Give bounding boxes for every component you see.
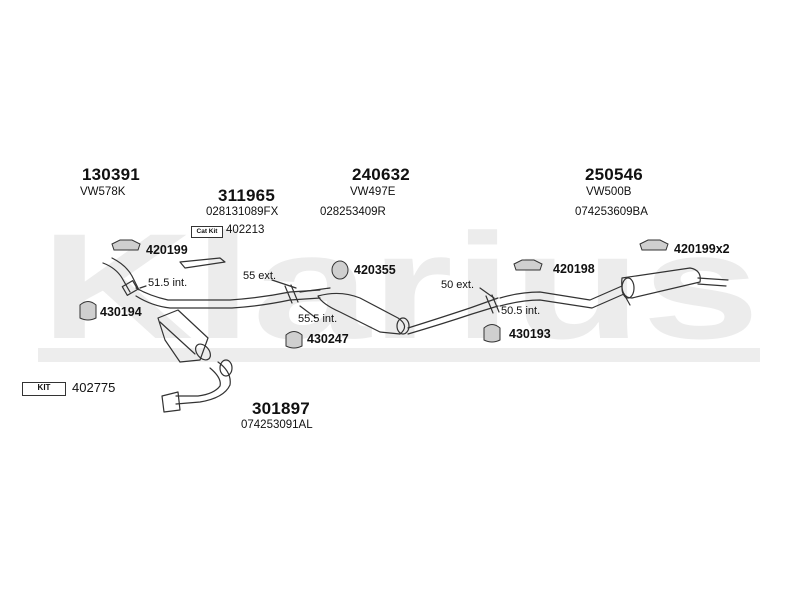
centre-pipe-in bbox=[299, 287, 331, 293]
tailpipe bbox=[697, 277, 729, 281]
catkit-number: 402213 bbox=[226, 224, 265, 236]
assembly-301897-number: 301897 bbox=[252, 399, 310, 418]
centre-silencer bbox=[317, 292, 406, 335]
hanger-420198-icon bbox=[513, 259, 543, 271]
assembly-250546-number: 250546 bbox=[585, 165, 643, 184]
centre-pipe-out-b bbox=[407, 305, 499, 335]
clamp-430193-icon bbox=[483, 324, 501, 343]
centre-silencer-end bbox=[396, 317, 410, 335]
part-430247: 430247 bbox=[307, 332, 349, 346]
rear-pipe bbox=[499, 285, 623, 301]
centre-pipe-out bbox=[407, 297, 499, 329]
assembly-250546-code: VW500B bbox=[586, 186, 632, 198]
rear-hanger-stub bbox=[624, 295, 631, 306]
assembly-240632-code: VW497E bbox=[350, 186, 396, 198]
dim-leader-1 bbox=[271, 279, 297, 289]
mount-420355-icon bbox=[331, 260, 349, 280]
assembly-250546-code2: 074253609BA bbox=[575, 206, 648, 218]
part-420199: 420199 bbox=[146, 243, 188, 257]
assembly-130391-number: 130391 bbox=[82, 165, 140, 184]
downpipe-joint bbox=[219, 359, 233, 377]
kit-number: 402775 bbox=[72, 380, 116, 395]
part-430194: 430194 bbox=[100, 305, 142, 319]
cat-inlet-pipe bbox=[135, 287, 321, 301]
front-pipe-flange bbox=[121, 280, 139, 296]
dim-51-5-int: 51.5 int. bbox=[148, 277, 188, 289]
front-pipe-130391-b bbox=[111, 257, 140, 291]
hanger-420199-icon bbox=[111, 239, 141, 251]
catkit-bracket bbox=[179, 257, 226, 269]
clamp-430194-icon bbox=[79, 301, 97, 321]
rear-pipe-b bbox=[499, 293, 625, 309]
dim-leader-3 bbox=[479, 287, 495, 299]
part-430193: 430193 bbox=[509, 327, 551, 341]
dim-50-5-int: 50.5 int. bbox=[501, 305, 541, 317]
watermark-logo: Klarius bbox=[40, 202, 760, 370]
assembly-240632-number: 240632 bbox=[352, 165, 410, 184]
downpipe-301897-b bbox=[175, 367, 221, 397]
assembly-240632-code2: 028253409R bbox=[320, 206, 386, 218]
hanger-420199x2-icon bbox=[639, 239, 669, 251]
part-420199x2: 420199x2 bbox=[674, 242, 730, 256]
catkit-badge: Cat Kit bbox=[191, 226, 223, 238]
dim-50-ext: 50 ext. bbox=[441, 279, 475, 291]
assembly-311965-number: 311965 bbox=[218, 186, 275, 205]
kit-badge: KIT bbox=[22, 382, 66, 396]
assembly-311965-code: 028131089FX bbox=[206, 206, 279, 218]
part-420198: 420198 bbox=[553, 262, 595, 276]
clamp-430247-icon bbox=[285, 331, 303, 349]
downpipe-flange bbox=[161, 391, 181, 413]
tailpipe-b bbox=[697, 283, 727, 287]
downpipe-301897 bbox=[175, 361, 231, 405]
part-420355: 420355 bbox=[354, 263, 396, 277]
catalyst-body bbox=[157, 309, 209, 363]
catalyst-line bbox=[159, 321, 196, 355]
dim-leader-2 bbox=[299, 305, 317, 319]
watermark-bar bbox=[38, 348, 760, 362]
catalyst-outlet bbox=[195, 343, 211, 361]
dim-55-ext: 55 ext. bbox=[243, 270, 277, 282]
assembly-301897-code: 074253091AL bbox=[241, 419, 313, 431]
dim-55-5-int: 55.5 int. bbox=[298, 313, 338, 325]
joint-cut-1 bbox=[284, 284, 299, 304]
front-pipe-130391 bbox=[102, 262, 131, 293]
assembly-130391-code: VW578K bbox=[80, 186, 126, 198]
rear-silencer-front bbox=[621, 277, 635, 299]
dim-leader-4 bbox=[139, 285, 147, 289]
cat-inlet-pipe-b bbox=[135, 295, 321, 309]
